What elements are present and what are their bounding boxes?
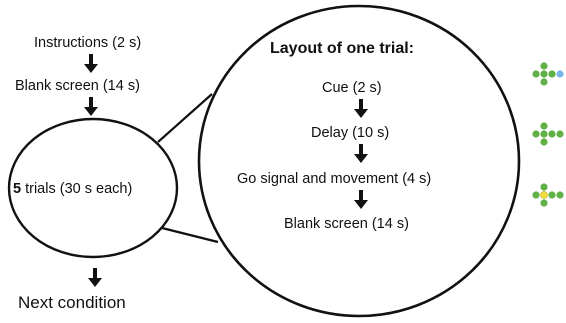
go-signal-stimulus-icon (532, 183, 564, 207)
go-signal-label: Go signal and movement (4 s) (237, 171, 432, 187)
instructions-label: Instructions (2 s) (34, 35, 142, 51)
cue-label: Cue (2 s) (322, 80, 382, 96)
delay-stimulus-icon (532, 122, 564, 146)
delay-label: Delay (10 s) (311, 125, 390, 141)
trial-layout-circle (197, 4, 521, 318)
arrow-down-icon (88, 268, 102, 288)
blank-screen-label: Blank screen (14 s) (15, 78, 140, 94)
trial-layout-title: Layout of one trial: (270, 40, 414, 57)
arrow-down-icon (354, 144, 368, 164)
trials-description: trials (30 s each) (21, 181, 133, 197)
trial-blank-screen-label: Blank screen (14 s) (284, 216, 409, 232)
arrow-down-icon (84, 54, 98, 74)
trials-label: 5 trials (30 s each) (13, 182, 132, 197)
cue-stimulus-icon (532, 62, 564, 86)
zoom-connector-top (157, 93, 213, 143)
next-condition-label: Next condition (18, 293, 126, 312)
arrow-down-icon (354, 190, 368, 210)
trials-count: 5 (13, 181, 22, 197)
trials-circle (7, 117, 179, 259)
arrow-down-icon (84, 97, 98, 117)
zoom-connector-bottom (161, 226, 219, 244)
arrow-down-icon (354, 99, 368, 119)
